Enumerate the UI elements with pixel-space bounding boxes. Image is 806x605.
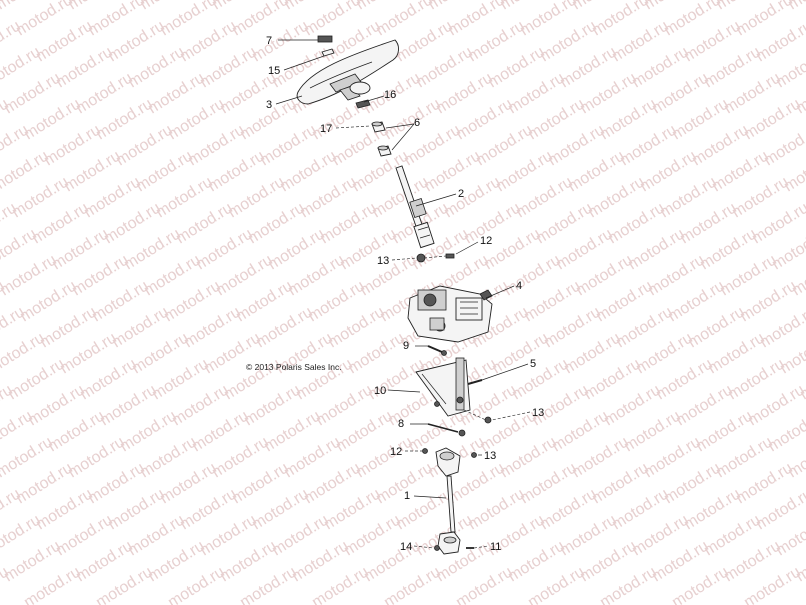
- part-13-nut-lower: [471, 452, 477, 458]
- callout-5: 5: [530, 358, 536, 370]
- part-13-nut-side: [484, 416, 492, 424]
- part-12-bolt-upper: [445, 253, 455, 259]
- callout-2: 2: [458, 188, 464, 200]
- callout-13-lower: 13: [484, 450, 496, 462]
- callout-13-side: 13: [532, 407, 544, 419]
- callout-7: 7: [266, 35, 272, 47]
- callout-16: 16: [384, 89, 396, 101]
- callout-labels: 7 15 3 16 17 6 2 12 13 4 9 5 10 13 8 12 …: [266, 35, 544, 553]
- part-6-bushing-bottom: [377, 145, 392, 157]
- part-13-nut-upper: [416, 253, 426, 263]
- callout-4: 4: [516, 280, 522, 292]
- part-8-bolt: [427, 423, 466, 437]
- callout-13-upper: 13: [377, 255, 389, 267]
- callout-12-upper: 12: [480, 235, 492, 247]
- part-1-lower-shaft: [435, 447, 461, 555]
- callout-8: 8: [398, 418, 404, 430]
- part-7-strip: [317, 35, 333, 43]
- part-4-gearbox: [407, 285, 493, 343]
- callout-9: 9: [403, 340, 409, 352]
- callout-14: 14: [400, 541, 412, 553]
- callout-11: 11: [490, 541, 501, 553]
- callout-17: 17: [320, 123, 332, 135]
- callout-15: 15: [268, 65, 280, 77]
- callout-3: 3: [266, 99, 272, 111]
- part-14-nut: [434, 545, 440, 551]
- part-3-steering-wheel: [296, 39, 399, 105]
- part-9-bolt: [427, 345, 447, 356]
- part-10-washer: [434, 401, 440, 407]
- callout-12-lower: 12: [390, 446, 402, 458]
- part-6-bushing-top: [371, 121, 386, 133]
- part-12-bolt-lower: [422, 448, 428, 454]
- part-16-nut: [355, 99, 371, 109]
- part-2-upper-shaft: [395, 165, 435, 249]
- leader-lines: [275, 39, 531, 549]
- copyright-notice: © 2013 Polaris Sales Inc.: [246, 362, 342, 372]
- part-15-clip: [321, 48, 335, 57]
- callout-6: 6: [414, 117, 420, 129]
- callout-1: 1: [404, 490, 410, 502]
- callout-10: 10: [374, 385, 386, 397]
